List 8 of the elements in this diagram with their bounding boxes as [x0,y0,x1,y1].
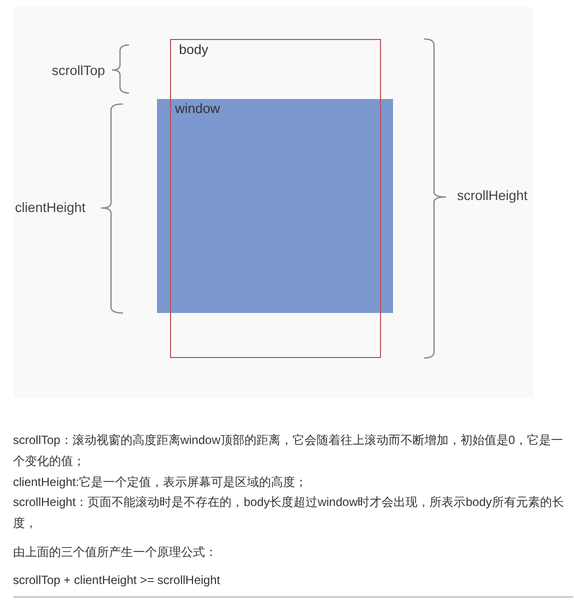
dimension-label: scrollTop [52,63,105,79]
paragraph: scrollHeight：页面不能滚动时是不存在的，body长度超过window时才会出现，所表示body所有元素的长度， [13,494,565,532]
dimension-label: clientHeight [15,200,86,216]
paragraph: clientHeight:它是一个定值，表示屏幕可是区域的高度； [13,474,308,491]
formula-text: scrollTop + clientHeight >= scrollHeight [13,572,222,589]
paragraph: 由上面的三个值所产生一个原理公式： [13,544,218,561]
filled-box: window [157,99,393,313]
dimension-label: scrollHeight [457,188,528,204]
